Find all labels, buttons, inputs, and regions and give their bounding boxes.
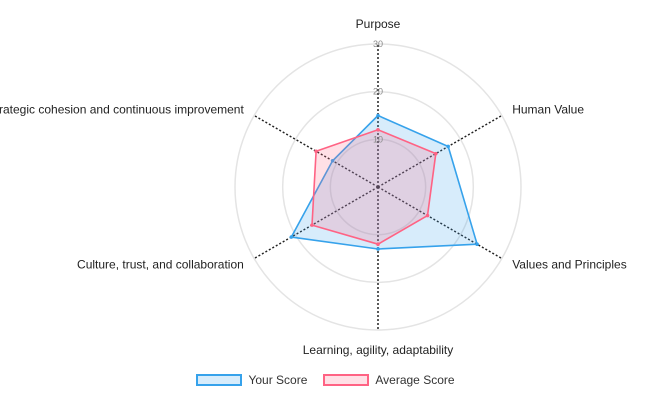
data-point-average-score-learning-agility-adaptability bbox=[376, 242, 380, 246]
tick-label-20: 20 bbox=[373, 87, 383, 97]
tick-label-10: 10 bbox=[373, 134, 383, 144]
data-point-your-score-human-value bbox=[446, 144, 450, 149]
axis-label-values-and-principles: Values and Principles bbox=[512, 258, 627, 272]
legend-item-average-score[interactable]: Average Score bbox=[323, 373, 455, 387]
data-point-average-score-culture-trust-and-collaboration bbox=[310, 223, 314, 227]
data-point-your-score-culture-trust-and-collaboration bbox=[289, 235, 294, 239]
legend-label-average-score: Average Score bbox=[375, 373, 455, 387]
legend-label-your-score: Your Score bbox=[248, 373, 308, 387]
legend-item-your-score[interactable]: Your Score bbox=[196, 373, 307, 387]
data-point-average-score-strategic-cohesion-and-continuous-improvement bbox=[314, 149, 318, 154]
data-point-average-score-human-value bbox=[433, 151, 438, 156]
data-point-your-score-learning-agility-adaptability bbox=[376, 247, 380, 251]
axis-label-culture-trust-and-collaboration: Culture, trust, and collaboration bbox=[77, 258, 244, 272]
axis-label-strategic-cohesion-and-continuous-improvement: Strategic cohesion and continuous improv… bbox=[0, 103, 244, 117]
axis-label-human-value: Human Value bbox=[512, 103, 584, 117]
axis-label-purpose: Purpose bbox=[356, 17, 401, 31]
grid-circle-20 bbox=[281, 90, 475, 284]
data-point-your-score-values-and-principles bbox=[475, 242, 479, 246]
axis-label-learning-agility-adaptability: Learning, agility, adaptability bbox=[303, 343, 454, 357]
chart-legend: Your Score Average Score bbox=[0, 373, 651, 387]
legend-swatch-average-score bbox=[323, 374, 370, 386]
data-point-your-score-strategic-cohesion-and-continuous-improvement bbox=[330, 158, 335, 163]
grid-circle-30 bbox=[234, 43, 522, 331]
grid-circle-10 bbox=[329, 138, 427, 236]
legend-swatch-your-score bbox=[196, 374, 243, 386]
data-point-average-score-purpose bbox=[376, 128, 380, 132]
tick-label-30: 30 bbox=[373, 39, 383, 49]
data-point-your-score-purpose bbox=[376, 113, 380, 118]
data-point-average-score-values-and-principles bbox=[425, 213, 430, 218]
